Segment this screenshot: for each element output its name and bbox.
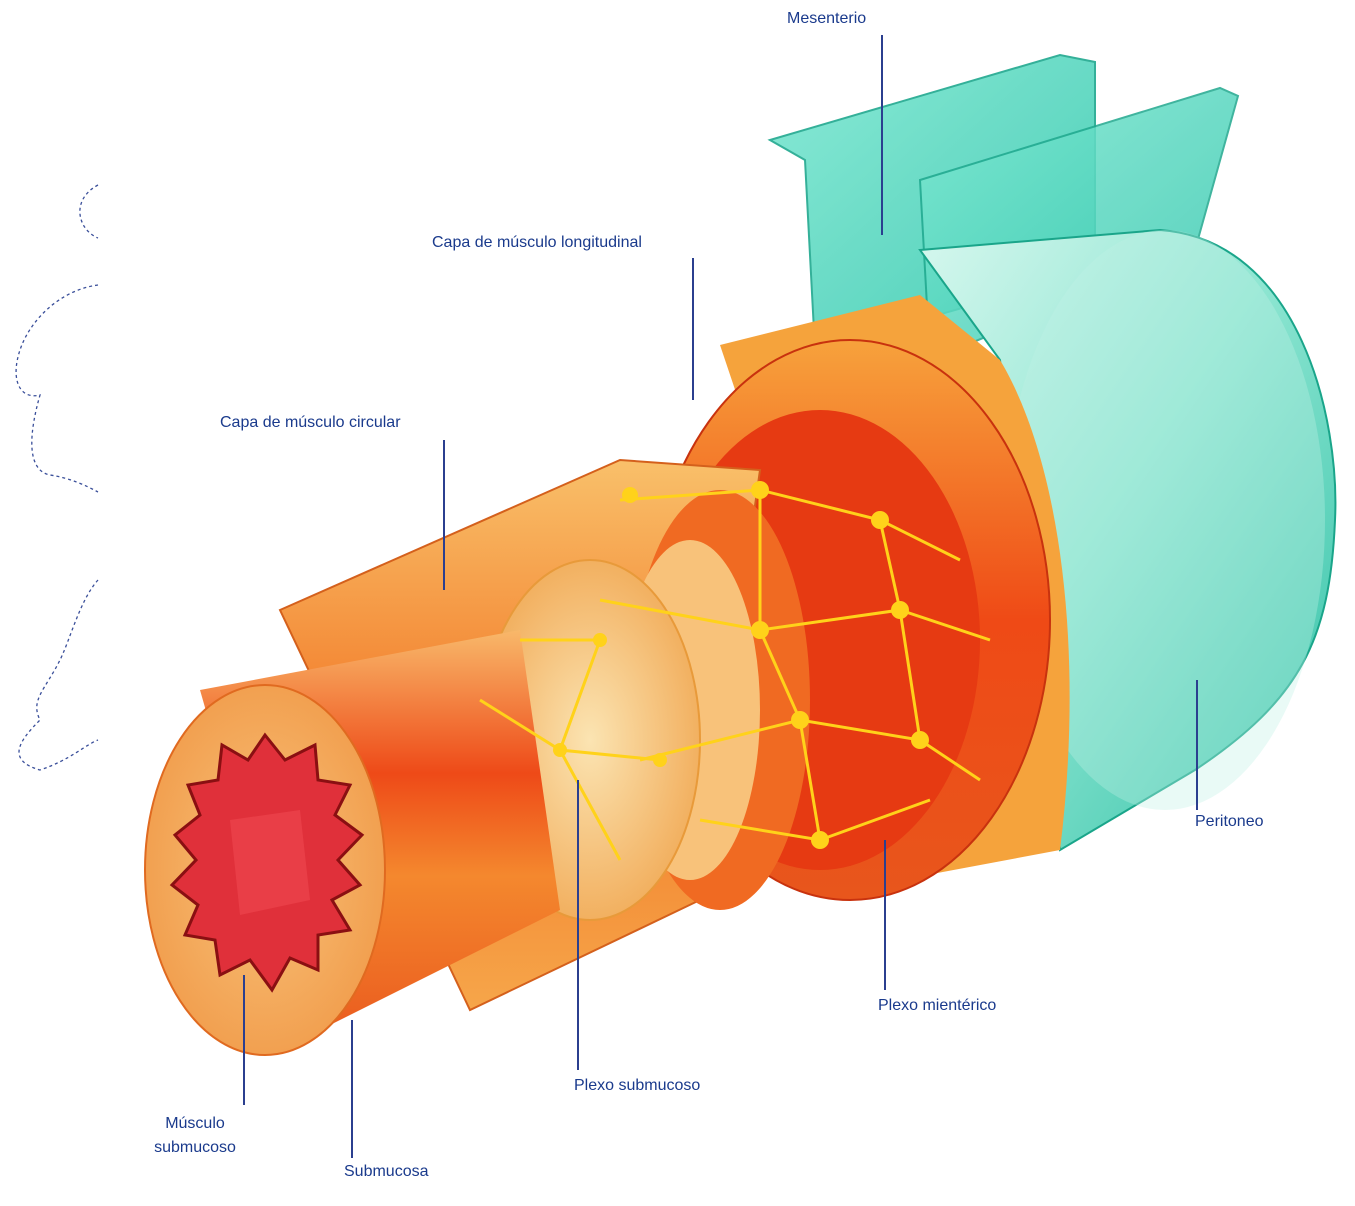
label-peritoneo: Peritoneo	[1195, 813, 1264, 830]
nerve-ganglia	[553, 481, 929, 849]
label-plexo-submucoso: Plexo submucoso	[574, 1077, 701, 1094]
label-capa-longitudinal: Capa de músculo longitudinal	[432, 234, 642, 251]
label-musculo-submucoso: Músculo submucoso	[154, 1115, 236, 1156]
label-capa-circular: Capa de músculo circular	[220, 414, 401, 431]
front-face	[144, 684, 386, 1056]
label-submucosa: Submucosa	[344, 1163, 429, 1180]
label-plexo-mienterico: Plexo mientérico	[878, 997, 997, 1014]
margin-scribble	[15, 184, 99, 771]
peritoneum-layer	[918, 228, 1337, 852]
leader-lines	[243, 35, 1198, 1158]
label-mesenterio: Mesenterio	[787, 10, 867, 27]
